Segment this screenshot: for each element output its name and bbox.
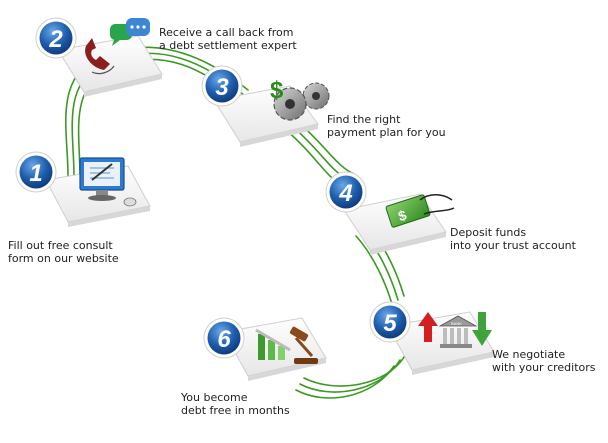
step-5-line1: We negotiate [492,348,566,361]
step-3-line2: payment plan for you [327,126,446,139]
step-4: $ [343,193,455,255]
step-2-line1: Receive a call back from [159,26,294,39]
step-2-number: 2 [48,26,63,53]
step-5-caption: We negotiate with your creditors [492,348,596,374]
phone-chat-icon [85,18,150,75]
step-6 [223,317,327,381]
step-4-caption: Deposit funds into your trust account [450,226,576,252]
step-2-line2: a debt settlement expert [159,39,297,52]
dollar-gears-icon: $ [270,77,330,121]
step-1 [45,157,151,227]
step-1-line2: form on our website [8,252,119,265]
step-5: BANK [387,311,495,375]
step-3: $ [213,77,330,147]
step-5-line2: with your creditors [492,361,596,374]
step-3-caption: Find the right payment plan for you [327,113,446,139]
step-6-line1: You become [181,391,248,404]
step-3-line1: Find the right [327,113,401,126]
step-6-badge: 6 [203,317,245,359]
step-1-number: 1 [29,160,42,187]
step-6-line2: debt free in months [181,404,290,417]
step-2 [57,18,163,97]
step-6-caption: You become debt free in months [181,391,290,417]
svg-text:$: $ [270,77,284,104]
step-4-line1: Deposit funds [450,226,527,239]
step-6-number: 6 [217,326,231,353]
step-4-badge: 4 [325,171,367,213]
step-2-badge: 2 [35,17,77,59]
step-2-caption: Receive a call back from a debt settleme… [159,26,297,52]
step-5-badge: 5 [369,301,411,343]
step-4-number: 4 [338,180,352,207]
step-3-number: 3 [215,74,229,101]
cash-deposit-icon: $ [385,194,455,228]
step-1-line1: Fill out free consult [8,239,113,252]
step-4-line2: into your trust account [450,239,576,252]
step-1-caption: Fill out free consult form on our websit… [8,239,119,265]
step-3-badge: 3 [201,65,243,107]
step-1-badge: 1 [15,151,57,193]
step-5-number: 5 [383,310,397,337]
bank-arrows-icon: BANK [418,312,492,348]
bank-sign: BANK [451,321,462,326]
chart-gavel-icon [255,326,318,364]
computer-form-icon [79,157,137,207]
